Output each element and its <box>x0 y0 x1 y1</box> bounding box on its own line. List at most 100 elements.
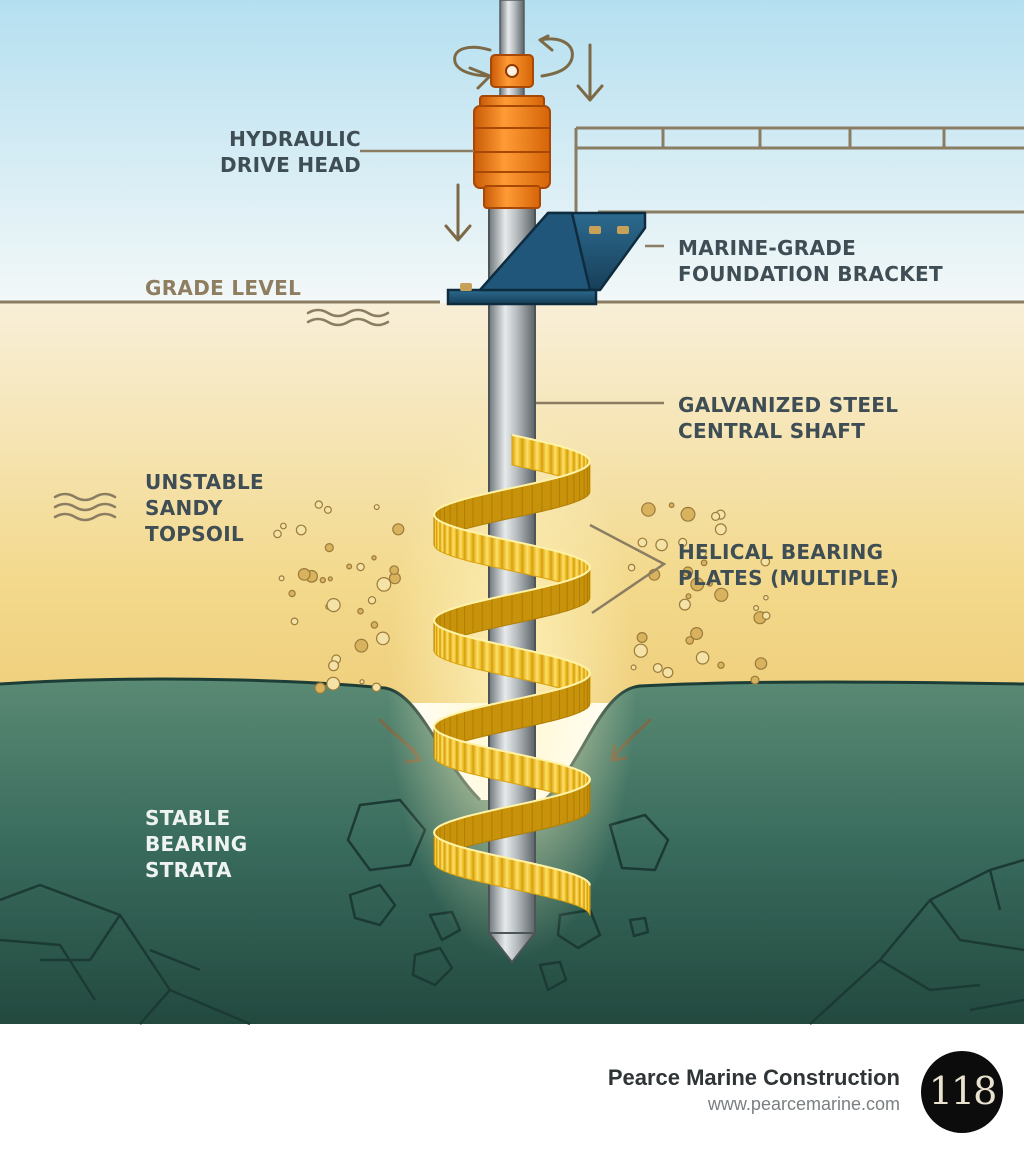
helix-segment <box>573 873 581 908</box>
helix-segment <box>573 787 581 822</box>
helix-segment <box>501 644 513 678</box>
helix-segment <box>491 807 503 842</box>
helix-segment <box>472 743 483 778</box>
page-number-badge: 118 <box>921 1051 1003 1133</box>
sand-particle <box>700 559 708 567</box>
helix-segment <box>558 657 568 691</box>
helix-segment <box>541 546 552 581</box>
helix-segment <box>521 436 533 471</box>
sand-particle <box>371 682 382 693</box>
helix-segment <box>464 741 474 775</box>
sand-particle <box>636 631 648 643</box>
helix-segment <box>456 739 466 773</box>
helix-segment <box>566 471 575 506</box>
helix-segment <box>550 867 560 901</box>
helix-segment <box>481 851 493 886</box>
helix-segment <box>558 474 568 508</box>
helix-segment <box>456 604 466 638</box>
footer-branding: Pearce Marine Construction www.pearcemar… <box>608 1064 900 1116</box>
helix-segment <box>558 686 568 720</box>
helix-segment <box>541 690 552 725</box>
helix-segment <box>550 794 560 828</box>
helix-segment <box>464 602 474 636</box>
sand-particle <box>678 537 688 548</box>
sand-particle <box>288 589 296 598</box>
helix-segment <box>464 635 474 669</box>
helix-segment <box>491 853 503 888</box>
label-bearing-strata: STABLE BEARING STRATA <box>145 806 248 882</box>
helix-segment <box>439 838 445 873</box>
helix-segment <box>558 580 568 614</box>
helix-segment <box>531 438 543 473</box>
sand-particle <box>668 502 675 509</box>
ripple-icons <box>53 308 390 522</box>
sand-particle <box>698 548 707 558</box>
sand-particle <box>641 502 656 517</box>
sand-particle <box>710 511 721 522</box>
helix-segment <box>443 840 451 875</box>
helix-segment <box>550 476 560 510</box>
helix-segment <box>511 752 523 786</box>
helix-segment <box>558 792 568 826</box>
deck-frame <box>574 126 1024 214</box>
sand-particle <box>326 597 341 613</box>
helix-segment <box>443 522 451 557</box>
helix-segment <box>511 697 523 731</box>
sand-particle <box>314 682 326 694</box>
label-hydraulic-drive-head: HYDRAULIC DRIVE HEAD <box>220 127 362 177</box>
helix-segment <box>541 440 552 475</box>
helix-segment <box>472 811 483 846</box>
sand-particle <box>324 542 334 553</box>
sand-particle <box>761 611 771 621</box>
label-grade-level: GRADE LEVEL <box>145 276 302 300</box>
label-foundation-bracket: MARINE-GRADE FOUNDATION BRACKET <box>678 236 943 286</box>
helix-segment <box>511 434 523 468</box>
sand-particle <box>714 523 727 536</box>
helix-segment <box>550 655 560 689</box>
helix-segment <box>501 805 513 839</box>
sand-particle <box>690 577 705 592</box>
helix-segment <box>558 869 568 903</box>
sand-particle <box>678 598 691 611</box>
helix-segment <box>472 599 483 634</box>
helix-segment <box>456 498 466 532</box>
sand-particle <box>357 607 364 615</box>
helix-segment <box>550 761 560 795</box>
sand-particle <box>328 660 340 672</box>
helix-segment <box>501 699 513 733</box>
sand-particle <box>314 500 323 509</box>
sand-particle <box>682 566 694 577</box>
helix-segment <box>550 688 560 722</box>
helix-segment <box>521 648 533 683</box>
sand-particle <box>356 562 365 572</box>
helix-segment <box>464 847 474 881</box>
helix-segment <box>481 745 493 780</box>
helix-segment <box>558 445 568 479</box>
helix-segment <box>521 482 533 517</box>
sand-particle <box>354 638 369 653</box>
helix-segment <box>449 842 458 877</box>
helix-segment <box>501 750 513 784</box>
helix-segment <box>579 467 585 502</box>
helix-segment <box>491 595 503 630</box>
sand-particle <box>695 650 710 665</box>
helix-segment <box>566 871 575 906</box>
foundation-bracket <box>446 211 647 306</box>
helix-segment <box>491 535 503 570</box>
sand-particle <box>392 523 405 536</box>
helix-segment <box>491 489 503 524</box>
helix-segment <box>511 540 523 574</box>
sand-particle <box>760 556 771 567</box>
sand-particle <box>273 529 282 539</box>
helix-segment <box>566 789 575 824</box>
helix-segment <box>531 544 543 579</box>
sand-particle <box>717 661 725 669</box>
helix-segment <box>550 549 560 583</box>
helix-segment <box>481 703 493 738</box>
helix-segment <box>501 538 513 572</box>
helix-segment <box>566 577 575 612</box>
helix-segment <box>579 875 585 910</box>
sand-particle <box>690 626 704 640</box>
helix-segment <box>541 652 552 687</box>
helix-segment <box>550 443 560 477</box>
